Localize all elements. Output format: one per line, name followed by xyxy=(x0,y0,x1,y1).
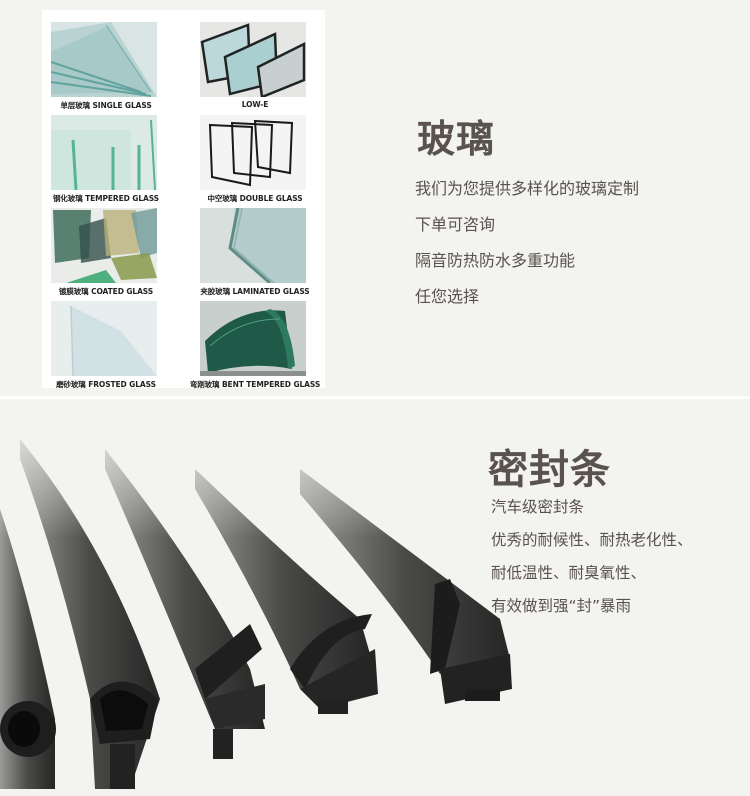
single-glass-image xyxy=(51,22,157,97)
tempered-glass-image xyxy=(51,115,157,190)
double-glass-image xyxy=(200,115,306,190)
seal-description: 汽车级密封条 优秀的耐候性、耐热老化性、 耐低温性、耐臭氧性、 有效做到强“封”… xyxy=(491,491,693,623)
bent-tempered-glass-image xyxy=(200,301,306,376)
glass-product-grid: 单层玻璃 SINGLE GLASS LOW-E 钢化玻璃 TEMPERED GL… xyxy=(42,10,325,389)
glass-desc-line: 下单可咨询 xyxy=(415,215,496,234)
glass-description: 我们为您提供多样化的玻璃定制 下单可咨询 隔音防热防水多重功能 任您选择 xyxy=(415,171,639,315)
glass-desc-line: 我们为您提供多样化的玻璃定制 xyxy=(415,179,640,198)
seal-desc-line: 耐低温性、耐臭氧性、 xyxy=(491,564,647,582)
seal-desc-line: 汽车级密封条 xyxy=(491,498,585,516)
product-label: LOW-E xyxy=(241,100,269,109)
low-e-glass-image xyxy=(200,22,306,97)
glass-section: 单层玻璃 SINGLE GLASS LOW-E 钢化玻璃 TEMPERED GL… xyxy=(0,0,750,396)
product-label: 单层玻璃 SINGLE GLASS xyxy=(60,101,152,110)
coated-glass-image xyxy=(51,208,157,283)
product-label: 钢化玻璃 TEMPERED GLASS xyxy=(53,194,159,203)
product-label: 镀膜玻璃 COATED GLASS xyxy=(58,287,154,296)
product-label: 夹胶玻璃 LAMINATED GLASS xyxy=(200,287,310,296)
frosted-glass-image xyxy=(51,301,157,376)
glass-desc-line: 隔音防热防水多重功能 xyxy=(415,251,576,270)
product-label: 磨砂玻璃 FROSTED GLASS xyxy=(56,380,156,389)
rubber-seal-strips-image xyxy=(0,399,560,796)
seal-heading: 密封条 xyxy=(488,447,611,493)
product-label: 弯刚玻璃 BENT TEMPERED GLASS xyxy=(189,380,321,389)
glass-heading: 玻璃 xyxy=(417,117,496,161)
laminated-glass-image xyxy=(200,208,306,283)
seal-section: 密封条 汽车级密封条 优秀的耐候性、耐热老化性、 耐低温性、耐臭氧性、 有效做到… xyxy=(0,399,750,796)
glass-desc-line: 任您选择 xyxy=(415,287,480,306)
section-divider xyxy=(0,396,750,399)
seal-desc-line: 有效做到强“封”暴雨 xyxy=(491,597,632,615)
seal-desc-line: 优秀的耐候性、耐热老化性、 xyxy=(491,531,693,549)
product-label: 中空玻璃 DOUBLE GLASS xyxy=(207,194,303,203)
